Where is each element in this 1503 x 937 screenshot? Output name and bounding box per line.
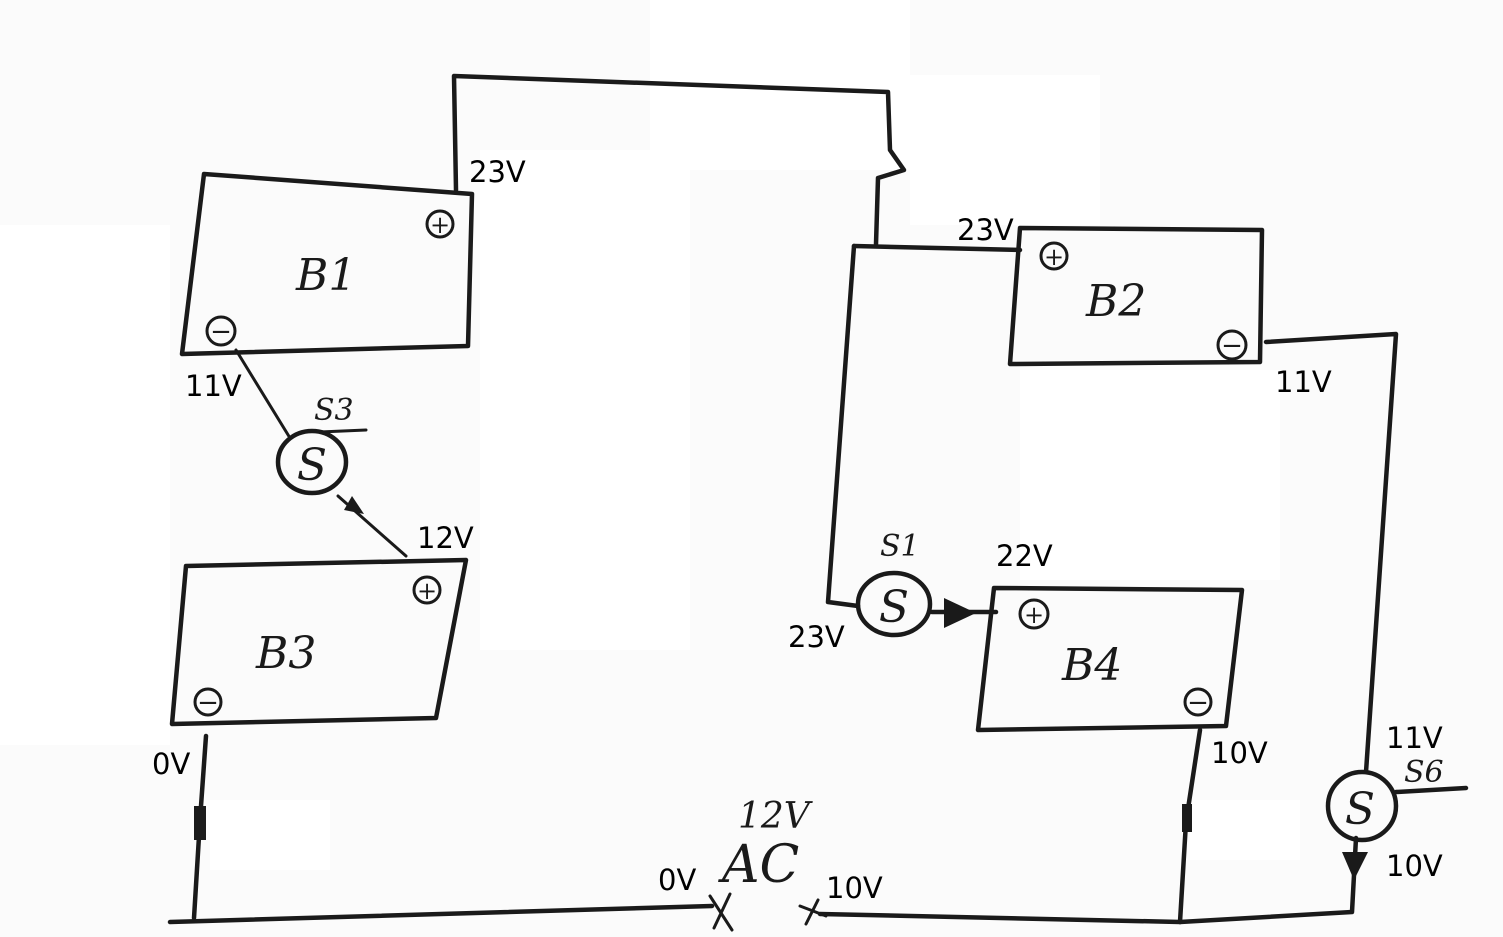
- b2-negative-terminal: −: [1216, 329, 1248, 361]
- wire-left-loop: [825, 243, 861, 609]
- svg-text:−: −: [1187, 688, 1209, 718]
- battery-b3: B3 + −: [169, 557, 469, 727]
- wire-bottom-left: [167, 903, 715, 925]
- voltage-s1-in: 23V: [788, 620, 845, 654]
- svg-text:+: +: [417, 577, 437, 605]
- voltage-s6-in: 11V: [1386, 721, 1443, 755]
- battery-b4-label: B4: [1061, 640, 1122, 691]
- b4-negative-terminal: −: [1183, 687, 1213, 718]
- voltage-b3-positive: 12V: [417, 521, 474, 555]
- fuse-mark-left: [194, 806, 206, 840]
- battery-b2-label: B2: [1085, 276, 1146, 327]
- s1-arrow: [944, 598, 976, 628]
- battery-b3-label: B3: [255, 628, 316, 679]
- svg-text:S: S: [879, 582, 909, 633]
- wires: [167, 73, 1399, 925]
- wire-bottom-right: [817, 911, 1183, 925]
- wire-top-to-b2-positive: [851, 243, 1023, 253]
- voltage-b1-negative: 11V: [185, 369, 242, 403]
- ac-terminal-right: [798, 898, 828, 926]
- wire-b1-to-b2: [451, 73, 907, 247]
- ac-terminal-left: [708, 892, 734, 932]
- svg-text:−: −: [210, 317, 232, 347]
- paper-patches: [0, 0, 1300, 870]
- wire-b1-to-s3: [234, 348, 292, 440]
- voltage-b2-negative: 11V: [1275, 365, 1332, 399]
- voltage-b2-positive: 23V: [957, 213, 1014, 247]
- battery-b4: B4 + −: [975, 585, 1245, 733]
- switch-s1-label: S1: [880, 529, 920, 564]
- voltage-labels: 23V 11V 12V 0V 23V 11V 23V 22V 10V 11V 1…: [152, 155, 1443, 905]
- voltage-ac-right: 10V: [826, 871, 883, 905]
- b2-positive-terminal: +: [1039, 241, 1069, 271]
- b3-negative-terminal: −: [193, 687, 223, 718]
- ac-source-voltage: 12V: [738, 796, 814, 837]
- voltage-b4-negative: 10V: [1211, 736, 1268, 770]
- switch-s1: S S1: [855, 529, 933, 638]
- voltage-s6-out: 10V: [1386, 849, 1443, 883]
- wire-b2-to-s6: [1263, 331, 1399, 775]
- fuse-mark-right: [1182, 804, 1192, 832]
- battery-b1: B1 + −: [179, 171, 475, 357]
- b1-positive-terminal: +: [425, 209, 455, 239]
- ac-source: 12V AC: [708, 796, 828, 932]
- svg-text:−: −: [1221, 331, 1243, 361]
- battery-b2: B2 + −: [1007, 225, 1265, 367]
- switch-s6-label: S6: [1404, 755, 1444, 790]
- switch-s3: S S3: [275, 393, 368, 496]
- svg-text:S: S: [1345, 784, 1375, 835]
- svg-text:S: S: [297, 440, 327, 491]
- voltage-b4-positive: 22V: [996, 539, 1053, 573]
- svg-text:+: +: [1044, 243, 1064, 271]
- s6-arrow: [1342, 852, 1368, 880]
- switch-s3-label: S3: [314, 393, 354, 428]
- switch-s6: S S6: [1325, 755, 1469, 843]
- svg-text:+: +: [1024, 601, 1044, 629]
- svg-text:−: −: [197, 688, 219, 718]
- s3-arrow: [344, 496, 364, 514]
- b3-positive-terminal: +: [412, 575, 442, 605]
- b4-positive-terminal: +: [1018, 598, 1050, 630]
- ac-source-type: AC: [718, 835, 799, 895]
- battery-b1-label: B1: [295, 250, 356, 301]
- voltage-ac-left: 0V: [658, 863, 696, 897]
- voltage-b1-positive: 23V: [469, 155, 526, 189]
- voltage-b3-negative: 0V: [152, 747, 190, 781]
- svg-text:+: +: [430, 211, 450, 239]
- b1-negative-terminal: −: [205, 315, 237, 347]
